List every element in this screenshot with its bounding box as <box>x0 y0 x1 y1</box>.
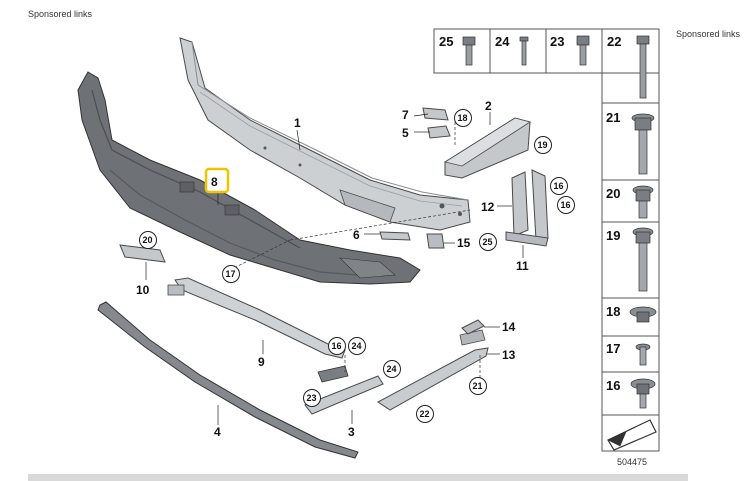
leader-lines <box>145 112 524 425</box>
bolt-23-icon <box>576 35 590 66</box>
svg-text:23: 23 <box>307 393 317 403</box>
callout-9[interactable]: 9 <box>258 355 265 369</box>
callout-5[interactable]: 5 <box>402 126 409 140</box>
callout-12[interactable]: 12 <box>481 200 495 214</box>
circle-callout-22[interactable]: 22 <box>416 405 434 423</box>
figure-number: 504475 <box>617 457 647 467</box>
part-bracket-10 <box>119 244 166 263</box>
circle-callout-17[interactable]: 17 <box>222 265 240 283</box>
svg-text:21: 21 <box>473 381 483 391</box>
fastener-19-label[interactable]: 19 <box>606 228 620 243</box>
svg-text:22: 22 <box>420 409 430 419</box>
circle-callout-16a[interactable]: 16 <box>550 177 568 195</box>
circle-callout-21[interactable]: 21 <box>469 377 487 395</box>
callout-7[interactable]: 7 <box>402 108 409 122</box>
svg-text:16: 16 <box>561 200 571 210</box>
callout-1[interactable]: 1 <box>294 116 301 130</box>
circle-callout-20[interactable]: 20 <box>139 231 157 249</box>
part-clip-5 <box>427 125 451 139</box>
fastener-23-label[interactable]: 23 <box>550 34 564 49</box>
part-bracket-11-12 <box>505 169 549 247</box>
fastener-21-label[interactable]: 21 <box>606 110 620 125</box>
callout-2[interactable]: 2 <box>485 99 492 113</box>
flange-nut-16-icon <box>630 378 656 409</box>
callout-14[interactable]: 14 <box>502 320 516 334</box>
callout-11[interactable]: 11 <box>516 259 529 273</box>
svg-text:18: 18 <box>458 113 468 123</box>
fastener-16-label[interactable]: 16 <box>606 378 620 393</box>
fastener-20-label[interactable]: 20 <box>606 186 620 201</box>
circle-callout-24b[interactable]: 24 <box>383 360 401 378</box>
callout-6[interactable]: 6 <box>353 228 360 242</box>
circle-callouts: 16 16 16 17 18 19 20 21 22 23 24 24 25 <box>139 109 575 423</box>
fastener-24-label[interactable]: 24 <box>495 34 510 49</box>
svg-text:24: 24 <box>387 364 397 374</box>
callout-8[interactable]: 8 <box>211 175 218 189</box>
callout-labels: 1 2 3 4 5 6 7 9 10 11 12 13 14 15 <box>136 99 529 439</box>
part-clip-14 <box>461 319 485 335</box>
part-lower-strip <box>97 301 359 459</box>
circle-callout-25[interactable]: 25 <box>479 233 497 251</box>
part-bracket-15 <box>426 233 445 249</box>
clip-17-icon <box>635 343 651 366</box>
callout-3[interactable]: 3 <box>348 425 355 439</box>
stud-24-icon <box>519 36 529 66</box>
fastener-panel: 25 24 23 22 21 20 19 18 17 16 <box>433 28 660 452</box>
svg-text:24: 24 <box>352 341 362 351</box>
guide-lines <box>229 122 481 378</box>
svg-text:17: 17 <box>226 269 236 279</box>
fastener-17-label[interactable]: 17 <box>606 341 620 356</box>
table-header-bar <box>28 474 688 481</box>
flange-bolt-19-icon <box>632 227 654 292</box>
callout-8-highlight[interactable]: 8 <box>204 167 230 194</box>
part-support-bar <box>167 277 346 359</box>
callout-10[interactable]: 10 <box>136 283 150 297</box>
part-bracket-block-2 <box>443 117 531 179</box>
part-side-rail-13 <box>377 329 489 411</box>
circle-callout-16c[interactable]: 16 <box>328 337 346 355</box>
callout-15[interactable]: 15 <box>457 236 471 250</box>
circle-callout-16b[interactable]: 16 <box>557 196 575 214</box>
fastener-18-label[interactable]: 18 <box>606 304 620 319</box>
circle-callout-18[interactable]: 18 <box>454 109 472 127</box>
circle-callout-24a[interactable]: 24 <box>348 337 366 355</box>
flange-bolt-20-icon <box>632 185 654 219</box>
part-bumper-carrier <box>179 37 471 231</box>
sponsored-links-right[interactable]: Sponsored links <box>676 29 741 39</box>
screw-25-icon <box>462 36 476 66</box>
callout-13[interactable]: 13 <box>502 348 516 362</box>
svg-text:25: 25 <box>483 237 493 247</box>
circle-callout-19[interactable]: 19 <box>534 136 552 154</box>
fastener-22-label[interactable]: 22 <box>607 34 621 49</box>
part-impact-absorber <box>77 71 421 285</box>
svg-text:19: 19 <box>538 140 548 150</box>
fastener-25-label[interactable]: 25 <box>439 34 453 49</box>
circle-callout-23[interactable]: 23 <box>303 389 321 407</box>
svg-text:20: 20 <box>143 235 153 245</box>
part-bracket-6 <box>379 231 411 241</box>
sponsored-links-left[interactable]: Sponsored links <box>28 9 93 19</box>
nut-18-icon <box>629 306 657 323</box>
part-lower-bracket-3 <box>304 365 384 415</box>
svg-text:16: 16 <box>554 181 564 191</box>
svg-text:16: 16 <box>332 341 342 351</box>
flange-bolt-21-icon <box>631 113 655 175</box>
arrow-icon <box>607 419 657 451</box>
long-bolt-22-icon <box>636 35 650 99</box>
callout-4[interactable]: 4 <box>214 425 221 439</box>
